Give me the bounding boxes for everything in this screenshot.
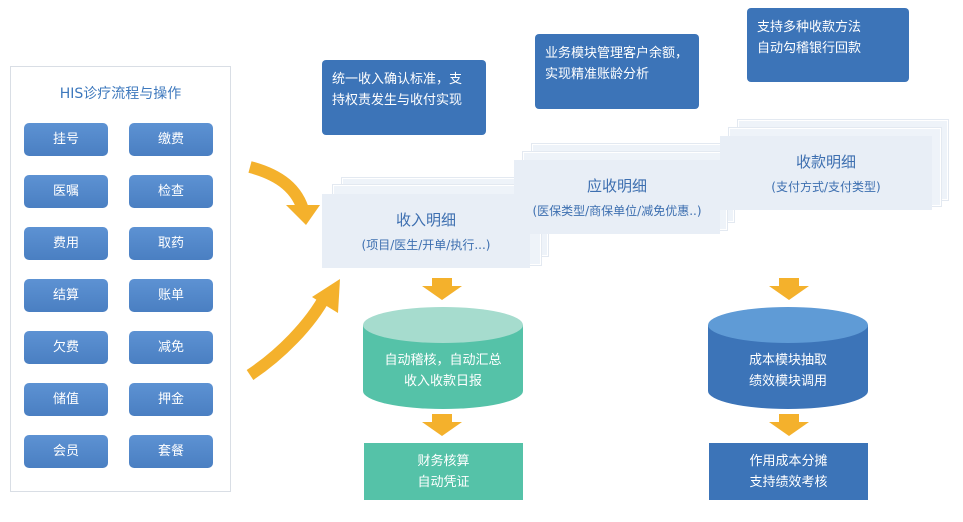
- item-package[interactable]: 套餐: [129, 435, 213, 468]
- income-detail-title: 收入明细: [395, 211, 456, 229]
- income-detail-sub: (项目/医生/开单/执行...): [361, 238, 491, 252]
- upper-curve-arrow-head: [286, 205, 320, 225]
- finance-voucher-box[interactable]: 财务核算 自动凭证: [364, 443, 523, 500]
- receivable-detail-card[interactable]: 应收明细 (医保类型/商保单位/减免优惠..): [514, 160, 720, 234]
- income-detail-card[interactable]: 收入明细 (项目/医生/开单/执行...): [322, 194, 530, 268]
- collection-detail-sub: (支付方式/支付类型): [771, 180, 881, 194]
- audit-summary-cylinder: [363, 307, 523, 409]
- bubble-collection-line2: 自动勾稽银行回款: [757, 41, 862, 56]
- item-fees[interactable]: 费用: [24, 227, 108, 260]
- panel-title: HIS诊疗流程与操作: [59, 86, 182, 102]
- down-arrow-collection: [769, 278, 809, 300]
- item-dispense[interactable]: 取药: [129, 227, 213, 260]
- item-examination[interactable]: 检查: [129, 175, 213, 208]
- bubble-receivable-line2: 实现精准账龄分析: [545, 67, 650, 82]
- cost-allocation-box[interactable]: 作用成本分摊 支持绩效考核: [709, 443, 868, 500]
- cost-performance-line1: 成本模块抽取: [748, 353, 827, 368]
- item-arrears[interactable]: 欠费: [24, 331, 108, 364]
- bubble-collection-line1: 支持多种收款方法: [757, 20, 862, 35]
- audit-summary-text: 自动稽核，自动汇总 收入收款日报: [363, 350, 523, 392]
- item-medical-order[interactable]: 医嘱: [24, 175, 108, 208]
- bubble-receivable-line1: 业务模块管理客户余额，: [545, 46, 689, 61]
- lower-curve-arrow-shaft: [246, 292, 332, 380]
- item-registration[interactable]: 挂号: [24, 123, 108, 156]
- item-member[interactable]: 会员: [24, 435, 108, 468]
- bubble-income-line1: 统一收入确认标准，支: [332, 72, 463, 87]
- down-arrow-income: [422, 278, 462, 300]
- item-waiver[interactable]: 减免: [129, 331, 213, 364]
- down-arrow-right-output: [769, 414, 809, 436]
- item-settlement[interactable]: 结算: [24, 279, 108, 312]
- bubble-income-standard: 统一收入确认标准，支 持权责发生与收付实现: [322, 60, 486, 135]
- item-payment[interactable]: 缴费: [129, 123, 213, 156]
- lower-curve-arrow-head: [312, 279, 340, 313]
- cost-performance-text: 成本模块抽取 绩效模块调用: [708, 350, 868, 392]
- cost-performance-cylinder: [708, 307, 868, 409]
- receivable-detail-title: 应收明细: [586, 177, 647, 195]
- finance-voucher-line2: 自动凭证: [417, 474, 470, 490]
- bubble-income-line2: 持权责发生与收付实现: [332, 93, 463, 108]
- finance-voucher-line1: 财务核算: [417, 453, 470, 469]
- item-stored-value[interactable]: 储值: [24, 383, 108, 416]
- bubble-receivable-balance: 业务模块管理客户余额， 实现精准账龄分析: [535, 34, 699, 109]
- collection-detail-title: 收款明细: [795, 153, 856, 171]
- item-deposit[interactable]: 押金: [129, 383, 213, 416]
- flow-arrows: [246, 161, 340, 380]
- cost-performance-line2: 绩效模块调用: [748, 374, 827, 389]
- receivable-detail-sub: (医保类型/商保单位/减免优惠..): [532, 204, 702, 218]
- cost-allocation-line1: 作用成本分摊: [749, 453, 828, 469]
- audit-summary-line1: 自动稽核，自动汇总: [384, 353, 502, 368]
- cost-allocation-line2: 支持绩效考核: [749, 474, 828, 490]
- audit-summary-line2: 收入收款日报: [403, 374, 482, 389]
- collection-detail-card[interactable]: 收款明细 (支付方式/支付类型): [720, 136, 932, 210]
- bubble-collection-methods: 支持多种收款方法 自动勾稽银行回款: [747, 8, 909, 82]
- down-arrow-left-output: [422, 414, 462, 436]
- item-bill[interactable]: 账单: [129, 279, 213, 312]
